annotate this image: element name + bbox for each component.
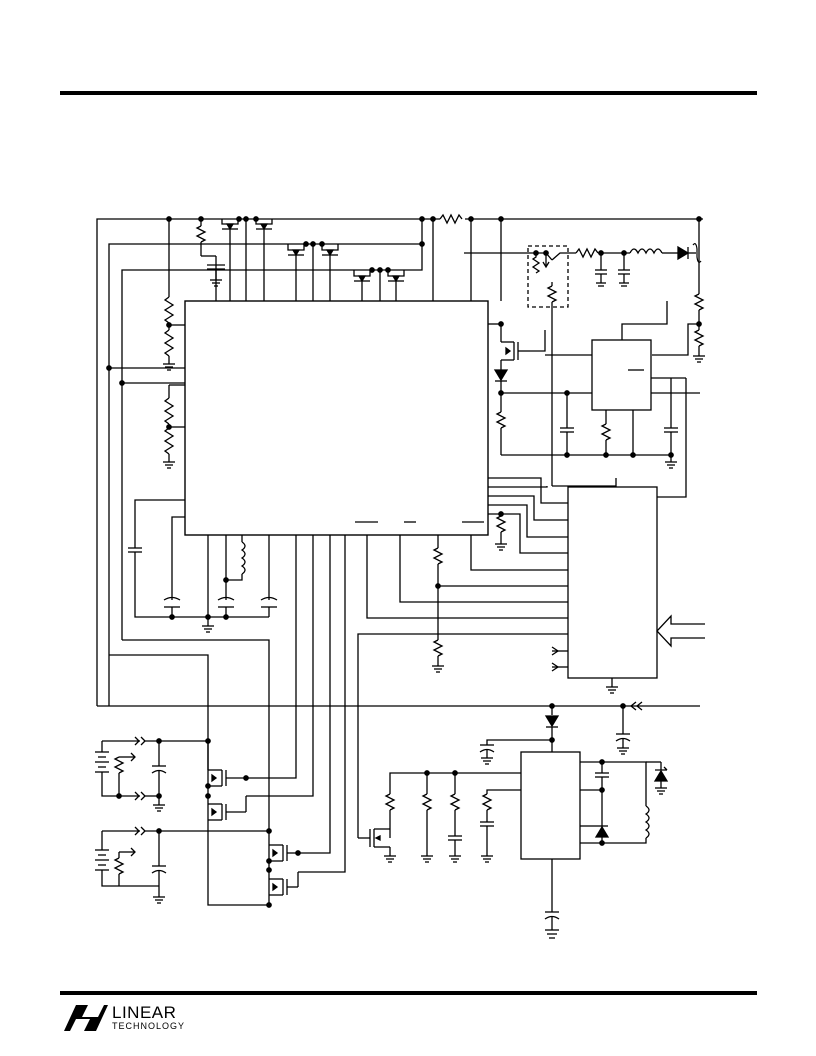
linear-technology-logo: LINEAR TECHNOLOGY bbox=[62, 1003, 192, 1037]
resistor-r1 bbox=[163, 296, 175, 324]
resistor-r6 bbox=[575, 247, 599, 259]
diode-charge bbox=[493, 369, 509, 382]
lt-logo-icon bbox=[64, 1005, 108, 1031]
resistor-r10 bbox=[495, 411, 507, 429]
smbus-arrow bbox=[656, 614, 705, 648]
resistor-r12 bbox=[495, 515, 507, 533]
smbus-controller bbox=[567, 486, 658, 679]
dashed-sense-box bbox=[527, 245, 569, 308]
diode-bottom bbox=[544, 715, 560, 728]
resistor-r3 bbox=[163, 397, 175, 425]
resistor-r17 bbox=[449, 793, 461, 811]
resistor-r13 bbox=[432, 547, 444, 565]
resistor-r4 bbox=[163, 427, 175, 455]
tvs-diode bbox=[653, 769, 669, 782]
inductor-top bbox=[629, 248, 663, 255]
resistor-r7 bbox=[693, 293, 705, 311]
diode-top bbox=[677, 245, 690, 261]
sense-resistor-top bbox=[439, 213, 463, 225]
bottom-rule bbox=[60, 991, 757, 995]
battery-b-switches bbox=[266, 844, 301, 908]
battery-b bbox=[95, 826, 272, 904]
pmos-right bbox=[501, 330, 546, 361]
resistor-r14 bbox=[432, 639, 444, 657]
thermistor bbox=[531, 253, 541, 274]
nmos-bottom bbox=[358, 828, 396, 863]
diode-freewheel bbox=[594, 825, 610, 838]
top-rule bbox=[60, 91, 757, 95]
resistor-r16 bbox=[421, 793, 433, 811]
logo-word-technology: TECHNOLOGY bbox=[112, 1021, 186, 1031]
battery-a bbox=[95, 736, 211, 812]
resistor-r9 bbox=[546, 285, 558, 303]
resistor-r18 bbox=[481, 793, 493, 811]
resistor-r11 bbox=[600, 423, 612, 441]
resistor-r15 bbox=[384, 793, 396, 811]
battery-a-switches bbox=[205, 741, 249, 821]
mosfet-pair-top-1 bbox=[221, 219, 273, 301]
inductor-small bbox=[240, 541, 246, 575]
resistor-r8 bbox=[693, 329, 705, 347]
inductor-bottom bbox=[644, 805, 650, 839]
logo-word-linear: LINEAR bbox=[112, 1003, 177, 1022]
mosfet-pair-top-3 bbox=[353, 267, 405, 301]
mosfet-pair-top-2 bbox=[287, 241, 339, 301]
resistor-r2 bbox=[163, 329, 175, 357]
regulator-ic bbox=[591, 339, 652, 411]
resistor-r5 bbox=[195, 225, 207, 243]
main-controller-ic bbox=[184, 300, 489, 536]
dcdc-converter-ic bbox=[520, 751, 581, 860]
